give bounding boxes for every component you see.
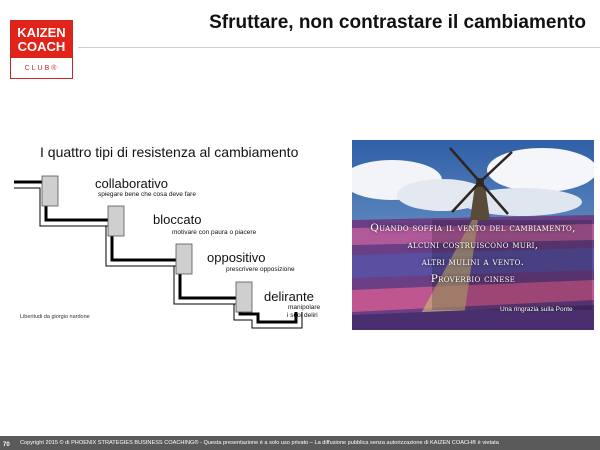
- resistance-diagram: collaborativo spiegare bene che cosa dev…: [14, 175, 321, 329]
- title-divider: [78, 47, 600, 48]
- flow-box-1: [41, 175, 59, 207]
- step-desc: spiegare bene che cosa deve fare: [98, 191, 196, 198]
- logo-line3: CLUB®: [24, 65, 59, 72]
- quote-line: Quando soffia il vento del cambiamento,: [370, 222, 576, 234]
- quote-line: altri mulini a vento.: [421, 256, 525, 268]
- step-name: oppositivo: [207, 250, 266, 265]
- step-name: collaborativo: [95, 176, 168, 191]
- logo-line2: COACH: [17, 39, 66, 54]
- page-number: 70: [3, 442, 10, 448]
- step-name: delirante: [264, 289, 314, 304]
- kaizen-coach-logo: KAIZEN COACH CLUB®: [10, 20, 73, 79]
- flow-box-2: [107, 205, 125, 237]
- quote-line: alcuni costruiscono muri,: [407, 239, 539, 251]
- logo-top: KAIZEN COACH: [11, 21, 72, 58]
- windmill-photo: [352, 140, 594, 330]
- flow-box-3: [175, 243, 193, 275]
- flow-box-4: [235, 281, 253, 313]
- slide-title: Sfruttare, non contrastare il cambiament…: [209, 12, 586, 33]
- logo-line1: KAIZEN: [17, 25, 66, 40]
- quote-line: Proverbio cinese: [430, 273, 516, 285]
- quote-text: Quando soffia il vento del cambiamento, …: [352, 220, 594, 288]
- step-desc: manipolare: [288, 304, 321, 311]
- step-desc: i suoi deliri: [287, 312, 318, 319]
- step-desc: motivare con paura o piacere: [172, 229, 257, 236]
- step-desc: prescrivere opposizione: [226, 266, 295, 273]
- step-name: bloccato: [153, 212, 201, 227]
- footer-copyright: Copyright 2015 © di PHOENIX STRATEGIES B…: [0, 436, 600, 450]
- diagram-credit: Liberitudi da giorgio nardone: [20, 314, 90, 320]
- photo-credit: Una ringrazia sulla Ponte: [500, 306, 573, 313]
- diagram-title: I quattro tipi di resistenza al cambiame…: [40, 144, 299, 160]
